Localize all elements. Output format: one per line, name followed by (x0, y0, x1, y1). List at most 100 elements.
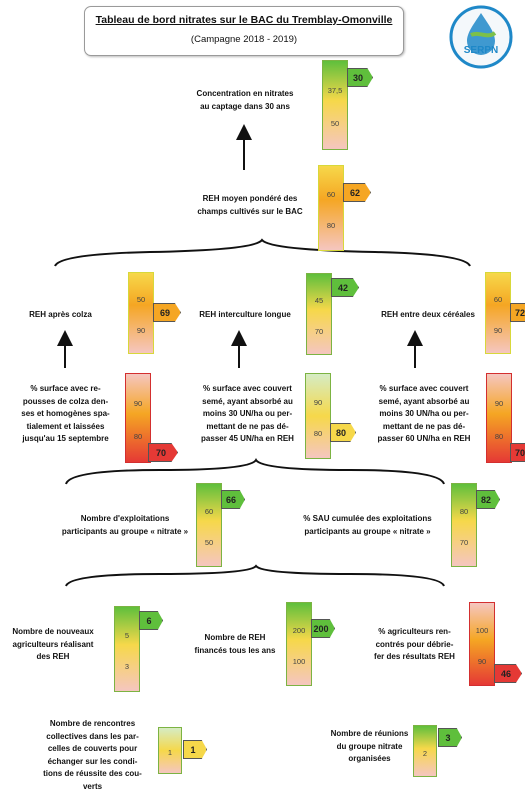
reh-cereales-label: REH entre deux céréales (368, 309, 488, 322)
reunions-groupe-label: Nombre de réunions du groupe nitrate organ… (312, 728, 427, 766)
surface-60-gauge: 90 80 (486, 373, 512, 463)
reh-moyen-tick: 60 (326, 189, 336, 199)
sau-cumulee-tick: 70 (459, 538, 469, 548)
brace-top (54, 238, 471, 267)
reh-interculture-tick: 70 (314, 326, 324, 336)
reh-moyen-label: REH moyen pondéré des champs cultivés sur… (185, 193, 315, 218)
surface-45-tick: 80 (313, 429, 323, 439)
nb-reh-label-line: Nombre de REH (204, 633, 266, 642)
agri-rencontres-value-badge: 46 (494, 664, 522, 683)
rencontres-collectives-label-line: verts (82, 781, 103, 791)
rencontres-collectives-tick: 1 (167, 748, 173, 758)
reh-cereales-tick: 60 (493, 295, 503, 305)
reunions-groupe-label-line: Nombre de réunions (330, 729, 409, 738)
rencontres-collectives-label-line: échanger sur les condi- (47, 756, 138, 766)
agri-rencontres-gauge: 100 90 (469, 602, 495, 686)
reh-moyen-tick: 80 (326, 221, 336, 231)
surface-60-tick: 80 (494, 432, 504, 442)
sau-cumulee-value-badge: 82 (476, 490, 500, 509)
nb-reh-tick: 100 (292, 657, 306, 667)
surface-45-label-line: moins 30 UN/ha ou per- (202, 409, 293, 418)
rencontres-collectives-gauge: 1 (158, 727, 182, 774)
reunions-groupe-value-badge: 3 (438, 728, 462, 747)
surface-60-label-line: % surface avec couvert (379, 384, 469, 393)
nb-reh-value-badge: 200 (311, 619, 335, 638)
reunions-groupe-label-line: du groupe nitrate (336, 741, 403, 751)
surface-45-value-badge: 80 (330, 423, 356, 442)
agri-rencontres-tick: 90 (477, 657, 487, 667)
surface-60-label-line: moins 30 UN/ha ou per- (379, 409, 469, 418)
surface-colza-label-line: jusqu'au 15 septembre (22, 434, 109, 443)
surface-60-label-line: passer 60 UN/ha en REH (377, 434, 471, 443)
reunions-groupe-label-line: organisées (348, 754, 391, 763)
surface-45-label: % surface avec couvert semé, ayant absorb… (185, 383, 310, 446)
rencontres-collectives-label: Nombre de rencontres collectives dans les… (35, 718, 150, 793)
logo-label: SERPN (463, 45, 499, 56)
surface-colza-label-line: % surface avec re- (30, 384, 101, 393)
surface-colza-gauge: 90 80 (125, 373, 151, 463)
concentration-gauge: 37,5 50 (322, 60, 348, 150)
concentration-label-line: Concentration en nitrates (196, 89, 294, 98)
sau-cumulee-label-line: participants au groupe « nitrate » (304, 526, 431, 536)
reh-colza-value-badge: 69 (153, 303, 181, 322)
surface-colza-label-line: tialement et laissées (26, 421, 105, 431)
reh-colza-tick: 50 (136, 295, 146, 305)
nb-reh-gauge: 200 100 (286, 602, 312, 686)
agri-rencontres-label-line: fer des résultats REH (374, 652, 455, 661)
concentration-tick: 50 (330, 119, 340, 129)
surface-colza-tick: 90 (133, 398, 143, 408)
reh-moyen-label-line: champs cultivés sur le BAC (197, 206, 303, 216)
concentration-tick: 37,5 (327, 85, 343, 95)
surface-colza-tick: 80 (133, 432, 143, 442)
water-drop-icon (449, 5, 513, 69)
reunions-groupe-gauge: 2 (413, 725, 437, 777)
dashboard-title: Tableau de bord nitrates sur le BAC du T… (95, 14, 393, 26)
reh-cereales-value-badge: 72 (510, 303, 525, 322)
nb-exploitations-label-line: Nombre d'exploitations (80, 514, 170, 523)
surface-45-label-line: % surface avec couvert (203, 384, 292, 393)
reunions-groupe-tick: 2 (422, 748, 428, 758)
reh-moyen-value-badge: 62 (343, 183, 371, 202)
nouveaux-agri-label-line: des REH (36, 652, 70, 661)
reh-cereales-gauge: 60 90 (485, 272, 511, 354)
agri-rencontres-label-line: contrés pour débrie- (375, 639, 454, 649)
reh-moyen-gauge: 60 80 (318, 165, 344, 251)
nb-exploitations-tick: 60 (204, 506, 214, 516)
sau-cumulee-tick: 80 (459, 506, 469, 516)
agri-rencontres-label: % agriculteurs ren-contrés pour débrie-f… (362, 626, 467, 664)
surface-60-tick: 90 (494, 398, 504, 408)
concentration-value-badge: 30 (347, 68, 373, 87)
surface-colza-label-line: ses et homogènes spa- (21, 409, 110, 418)
rencontres-collectives-label-line: Nombre de rencontres (49, 719, 136, 728)
rencontres-collectives-label-line: collectives dans les par- (46, 731, 139, 741)
dashboard-subtitle: (Campagne 2018 - 2019) (190, 34, 298, 45)
surface-45-label-line: semé, ayant absorbé au (202, 396, 293, 406)
sau-cumulee-label: % SAU cumulée des exploitations participa… (285, 513, 450, 538)
rencontres-collectives-label-line: tions de réussite des cou- (43, 769, 142, 778)
nouveaux-agri-tick: 5 (124, 630, 130, 640)
rencontres-collectives-label-line: celles de couverts pour (47, 744, 138, 753)
surface-45-label-line: passer 45 UN/ha en REH (201, 434, 294, 443)
reh-interculture-value-badge: 42 (331, 278, 359, 297)
reh-moyen-label-line: REH moyen pondéré des (202, 194, 298, 203)
surface-colza-value-badge: 70 (148, 443, 178, 462)
surface-60-label-line: mettant de ne pas dé- (382, 421, 466, 431)
agri-rencontres-tick: 100 (475, 625, 489, 635)
nouveaux-agri-tick: 3 (124, 662, 130, 672)
surface-colza-label-line: pousses de colza den- (22, 396, 109, 406)
reh-cereales-label-line: REH entre deux céréales (381, 310, 475, 319)
reh-cereales-tick: 90 (493, 325, 503, 335)
title-box: Tableau de bord nitrates sur le BAC du T… (84, 6, 404, 56)
sau-cumulee-label-line: % SAU cumulée des exploitations (303, 514, 432, 523)
nb-reh-tick: 200 (292, 625, 306, 635)
brace-middle (65, 458, 445, 485)
